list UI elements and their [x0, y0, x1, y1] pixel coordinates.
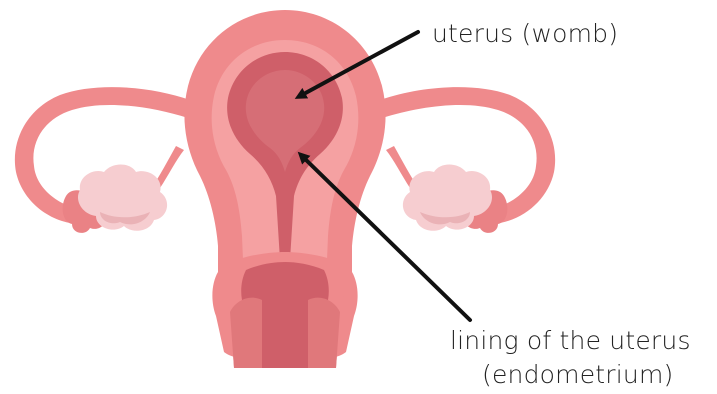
lining-label-line2: (endometrium): [482, 360, 673, 389]
uterus-label: uterus (womb): [432, 19, 618, 48]
lining-label-line1: lining of the uterus: [450, 326, 691, 355]
